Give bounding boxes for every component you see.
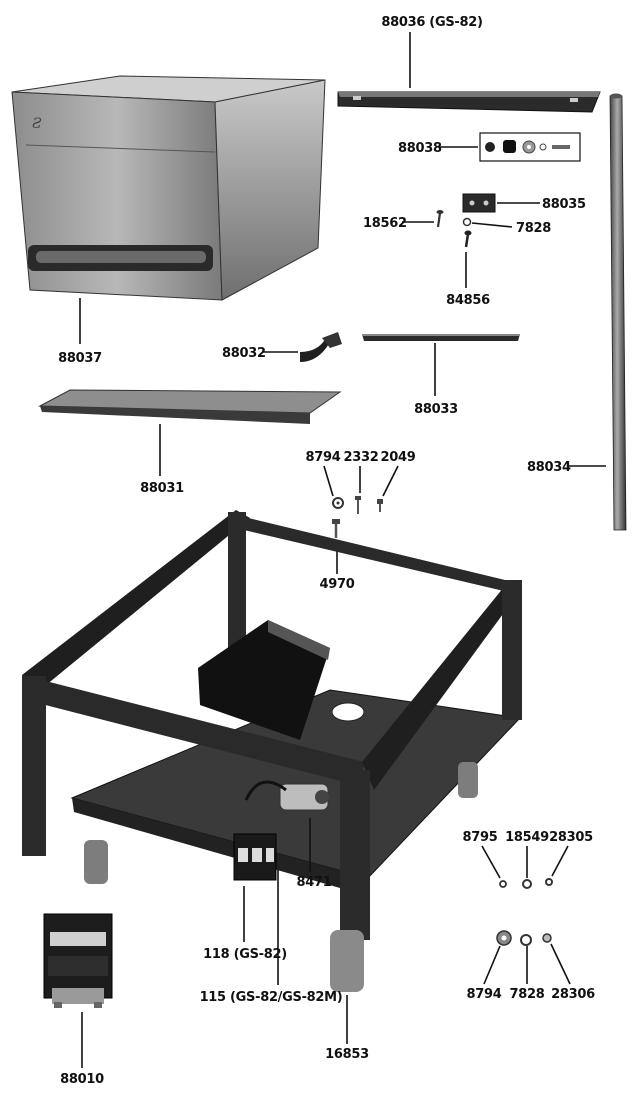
label-88036: 88036 (GS-82) bbox=[381, 15, 482, 30]
steamer-cabinet-88037: Ƨ bbox=[11, 75, 326, 301]
stand-frame bbox=[22, 510, 522, 992]
plate-88035 bbox=[462, 193, 496, 213]
label-18562: 18562 bbox=[363, 216, 407, 231]
label-88033: 88033 bbox=[414, 402, 458, 417]
label-84856: 84856 bbox=[446, 293, 490, 308]
label-8471: 8471 bbox=[297, 875, 332, 890]
label-28306: 28306 bbox=[551, 987, 595, 1002]
label-88010: 88010 bbox=[60, 1072, 104, 1087]
top-bar-88036 bbox=[337, 91, 601, 113]
label-2049: 2049 bbox=[381, 450, 416, 465]
label-16853: 16853 bbox=[325, 1047, 369, 1062]
contactor-88010 bbox=[43, 913, 113, 1008]
hardware-kit-88038 bbox=[479, 132, 581, 162]
elbow-tube-88032 bbox=[300, 332, 342, 362]
label-115: 115 (GS-82/GS-82M) bbox=[200, 990, 343, 1005]
label-88038: 88038 bbox=[398, 141, 442, 156]
screw-18562 bbox=[436, 210, 444, 228]
label-8794-top: 8794 bbox=[306, 450, 341, 465]
hardware-cluster-right bbox=[496, 878, 553, 946]
label-88035: 88035 bbox=[542, 197, 586, 212]
label-8795: 8795 bbox=[463, 830, 498, 845]
cabinet-brand-logo: Ƨ bbox=[32, 116, 42, 132]
washer-7828-top bbox=[462, 217, 472, 227]
long-rod-88034 bbox=[609, 93, 627, 531]
label-7828-top: 7828 bbox=[516, 221, 551, 236]
bar-88033 bbox=[362, 334, 520, 341]
tray-88031 bbox=[38, 389, 342, 424]
label-2332: 2332 bbox=[344, 450, 379, 465]
label-7828-bottom: 7828 bbox=[510, 987, 545, 1002]
label-88037: 88037 bbox=[58, 351, 102, 366]
label-28305: 28305 bbox=[549, 830, 593, 845]
label-88032: 88032 bbox=[222, 346, 266, 361]
screw-84856 bbox=[464, 230, 472, 248]
label-88034: 88034 bbox=[527, 460, 571, 475]
label-4970: 4970 bbox=[320, 577, 355, 592]
hardware-cluster-middle bbox=[332, 496, 383, 538]
label-8794-bottom: 8794 bbox=[467, 987, 502, 1002]
label-88031: 88031 bbox=[140, 481, 184, 496]
label-18549: 18549 bbox=[505, 830, 549, 845]
label-118: 118 (GS-82) bbox=[203, 947, 287, 962]
